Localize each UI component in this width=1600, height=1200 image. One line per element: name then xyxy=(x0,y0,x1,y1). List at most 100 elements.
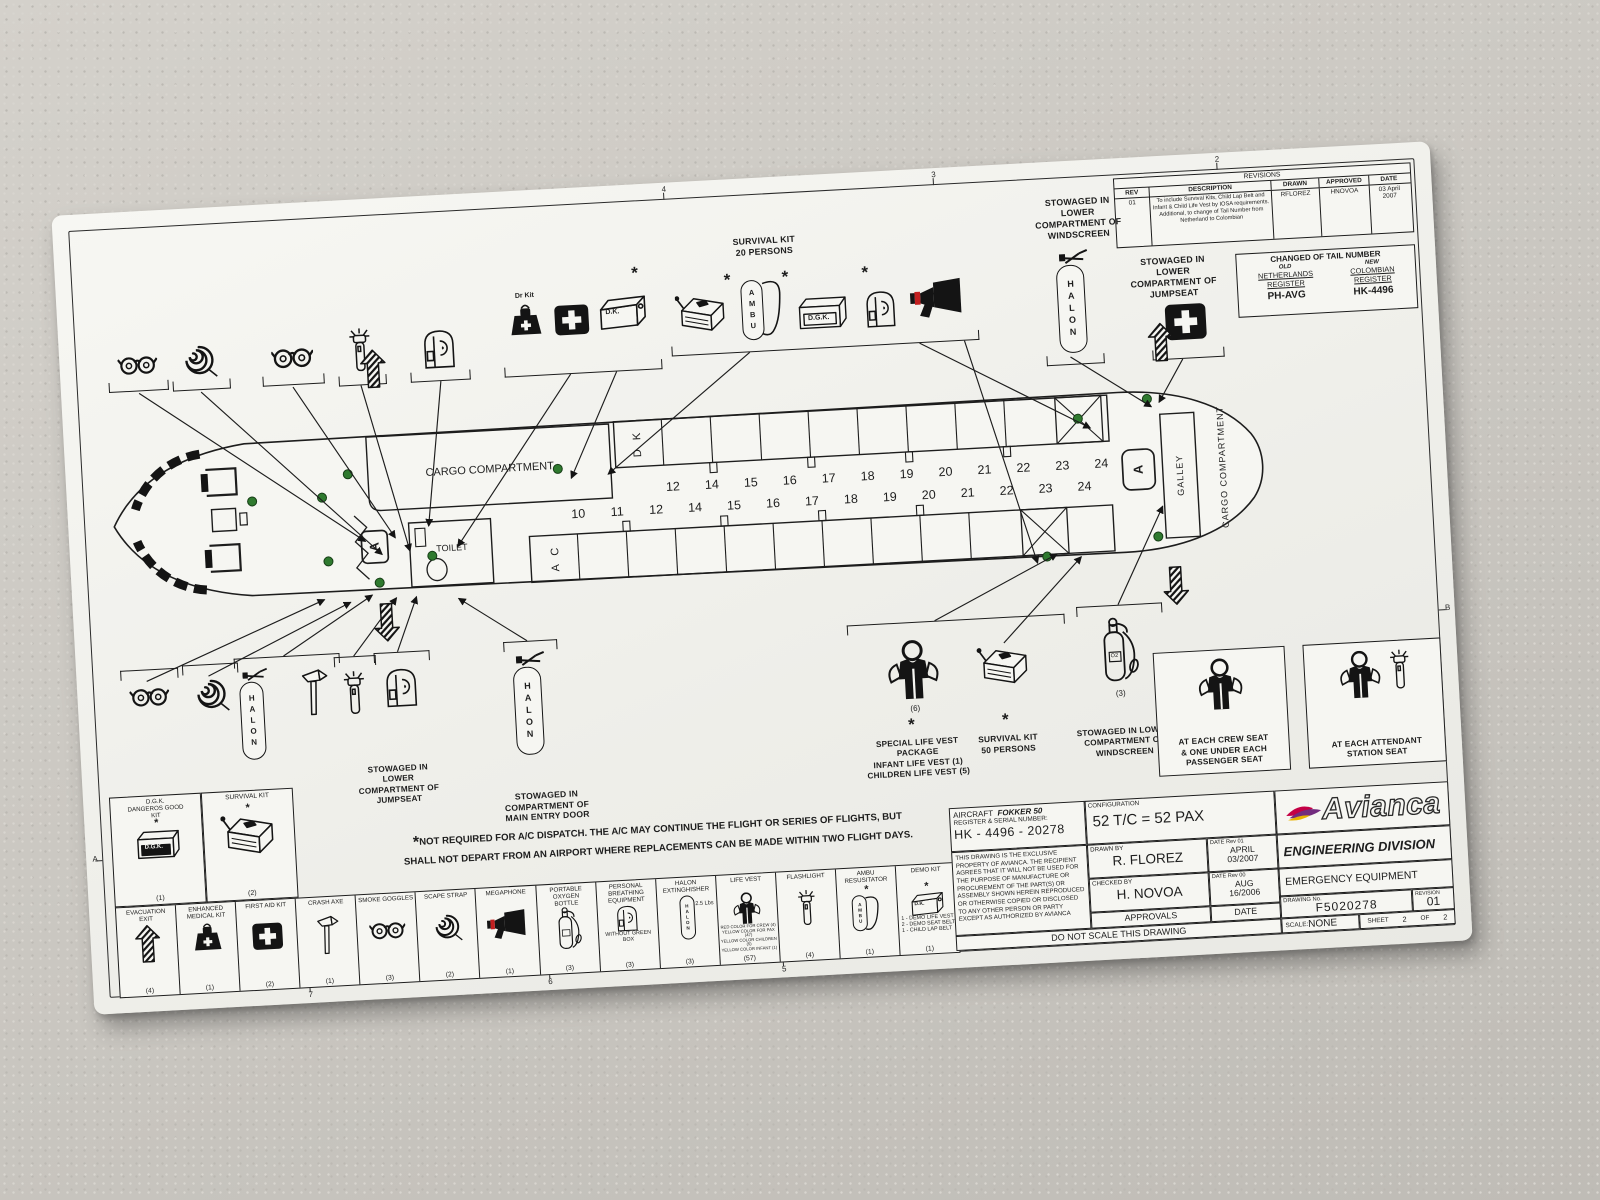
legend-item-portable-oxygen-bottle: PORTABLE OXYGEN BOTTLE (3) xyxy=(534,882,600,975)
tail-old-register: NETHERLANDS REGISTER xyxy=(1257,268,1314,290)
legend-label: FLASHLIGHT xyxy=(786,872,825,882)
grid-ref-bottom: 6 xyxy=(548,976,553,987)
legend-item-first-aid-kit: FIRST AID KIT (2) xyxy=(234,898,300,991)
legend-label: HALON EXTINGHISHER xyxy=(662,879,710,895)
note-stowed-windscreen-top: STOWAGED IN LOWER COMPARTMENT OF WINDSCR… xyxy=(1034,194,1122,241)
tail-new-register: COLOMBIAN REGISTER xyxy=(1349,264,1395,285)
legend-item-halon-extinguisher: HALON EXTINGHISHER HALON 2.5 Lbs (3) xyxy=(654,875,720,969)
svg-text:19: 19 xyxy=(882,490,897,505)
halon-icon-label: HALON xyxy=(1065,278,1079,340)
doc-title-text: EMERGENCY EQUIPMENT xyxy=(1284,868,1419,889)
legend-sub: RED COLOR FOR CREW (4) YELLOW COLOR FOR … xyxy=(720,921,778,953)
svg-text:14: 14 xyxy=(688,500,703,515)
scale-value: NONE xyxy=(1307,917,1338,930)
approvals-date-label: DATE xyxy=(1234,905,1258,917)
legend-item-enhanced-medical-kit: ENHANCED MEDICAL KIT (1) xyxy=(174,901,240,995)
tail-old-value: PH-AVG xyxy=(1267,289,1307,303)
pbe-hood-icon xyxy=(423,329,455,369)
first-aid-kit-icon xyxy=(251,922,283,951)
revision-description: To include Survival Kits, Child Lap Belt… xyxy=(1148,190,1274,246)
legend-label: FIRST AID KIT xyxy=(245,901,287,911)
halon-extinguisher-icon: HALON xyxy=(510,650,554,756)
grid-tick xyxy=(663,192,665,200)
svg-text:20: 20 xyxy=(938,465,953,480)
svg-text:23: 23 xyxy=(1038,481,1053,496)
svg-text:17: 17 xyxy=(821,471,836,486)
legend-label: PERSONAL BREATHING EQUIPMENT xyxy=(607,881,645,906)
legend-label: MEGAPHONE xyxy=(485,888,526,898)
dangerous-goods-kit-icon: D.G.K. xyxy=(795,293,849,332)
tail-change-box: CHANGED OF TAIL NUMBER OLD NETHERLANDS R… xyxy=(1235,244,1419,318)
revision-cell: REVISION 01 xyxy=(1411,887,1455,912)
grid-ref-bottom: 7 xyxy=(308,989,314,1000)
legend-qty: (1) xyxy=(325,977,335,986)
svg-text:22: 22 xyxy=(999,483,1014,498)
pbe-hood-icon xyxy=(865,290,896,328)
svg-text:15: 15 xyxy=(743,475,758,490)
aircraft-info-cell: AIRCRAFT FOKKER 50 REGISTER & SERIAL NUM… xyxy=(948,800,1087,853)
oxygen-bottle-icon: O2 xyxy=(1093,616,1143,686)
crash-axe-icon xyxy=(316,915,340,955)
legend-qty: (1) xyxy=(925,945,935,953)
survival-kit-icon xyxy=(674,293,726,333)
svg-text:16: 16 xyxy=(782,473,797,488)
halon-weight-label: 2.5 Lbs xyxy=(695,900,714,908)
date-rev00-cell: DATE Rev 00 AUG 16/2006 xyxy=(1208,868,1281,907)
first-aid-kit-icon xyxy=(1164,302,1207,341)
demo-kit-icon-label: D.K. xyxy=(914,900,925,908)
halon-extinguisher-icon: HALON xyxy=(1053,248,1097,354)
galley-label: GALLEY xyxy=(1174,454,1186,496)
asterisk: * xyxy=(245,802,251,815)
date-rev00-value: AUG 16/2006 xyxy=(1228,877,1261,899)
megaphone-icon xyxy=(486,909,526,940)
sheet-total: 2 xyxy=(1443,912,1448,922)
legend-label: SMOKE GOGGLES xyxy=(358,894,414,905)
svg-text:12: 12 xyxy=(666,479,681,494)
legend-qty: (1) xyxy=(865,948,875,956)
toilet-label: TOILET xyxy=(436,542,468,554)
doctor-kit-icon xyxy=(509,303,543,336)
sheet-of-label: OF xyxy=(1420,914,1430,922)
smoke-goggles-icon xyxy=(270,347,315,369)
legend-qty: (57) xyxy=(743,954,757,963)
flashlight-icon xyxy=(342,669,367,715)
legend-item-flashlight: FLASHLIGHT (4) xyxy=(774,869,840,962)
megaphone-icon xyxy=(909,277,962,319)
legend-item-pbe: PERSONAL BREATHING EQUIPMENT WITHOUT GRE… xyxy=(594,879,660,972)
smoke-goggles-icon xyxy=(116,355,159,376)
asterisk: * xyxy=(723,270,731,290)
legend-item-smoke-goggles: SMOKE GOGGLES (3) xyxy=(354,892,420,985)
grid-tick xyxy=(1216,162,1218,170)
first-aid-kit-icon xyxy=(554,304,590,336)
legend-label: SCAPE STRAP xyxy=(423,891,468,901)
svg-text:21: 21 xyxy=(960,485,975,500)
o2-icon-label: O2 xyxy=(1110,652,1119,660)
survival-kit-box: SURVIVAL KIT * (2) xyxy=(200,787,299,903)
svg-text:14: 14 xyxy=(705,477,720,492)
svg-text:12: 12 xyxy=(649,502,664,517)
grid-ref-bottom: 5 xyxy=(781,964,787,974)
legend-qty: (2) xyxy=(445,971,455,979)
crew-seat-vest-box: AT EACH CREW SEAT & ONE UNDER EACH PASSE… xyxy=(1152,645,1292,777)
grid-ref-right: B xyxy=(1444,602,1451,613)
smoke-goggles-icon xyxy=(368,921,406,940)
svg-text:16: 16 xyxy=(766,496,781,511)
pbe-hood-icon xyxy=(616,905,638,932)
dgk-icon-label: D.G.K. xyxy=(807,313,830,323)
scape-strap-icon xyxy=(184,345,219,379)
scape-strap-icon xyxy=(196,678,231,713)
legend-qty: (3) xyxy=(625,961,635,969)
survival-kit-icon xyxy=(220,813,275,856)
legend-qty: (2) xyxy=(265,980,275,989)
drawing-plate: 4 3 2 7 6 5 A B REVISIONS REV DESCRIPTIO… xyxy=(51,141,1473,1015)
life-vest-icon xyxy=(886,638,941,702)
attendant-seat-box: AT EACH ATTENDANT STATION SEAT xyxy=(1302,637,1447,769)
ambu-icon-label: AMBU xyxy=(746,287,759,333)
tail-new-value: HK-4496 xyxy=(1353,284,1394,298)
dgk-box-qty: (1) xyxy=(155,894,165,903)
svg-text:11: 11 xyxy=(610,504,624,519)
attendant-seat-rear xyxy=(1121,448,1157,491)
survival-box-qty: (2) xyxy=(247,889,257,898)
life-vest-icon xyxy=(1338,649,1382,701)
legend-label: CRASH AXE xyxy=(307,898,344,908)
